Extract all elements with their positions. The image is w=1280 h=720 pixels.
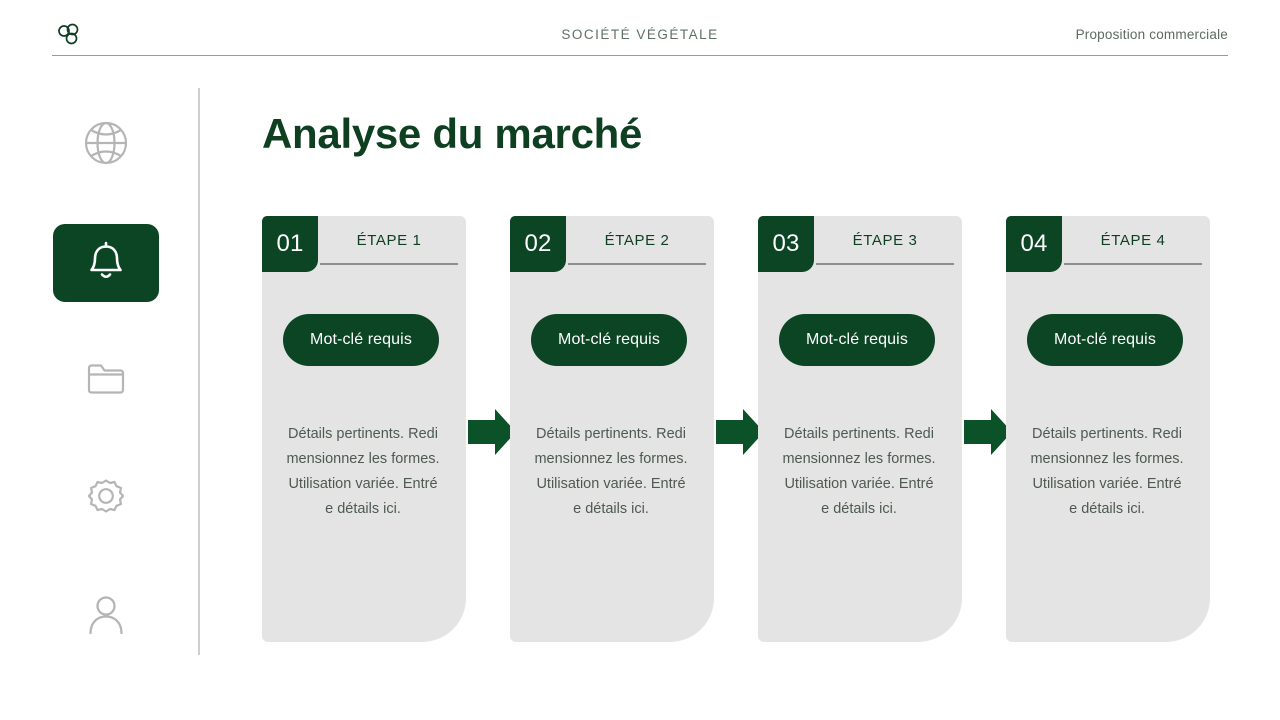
folder-icon [83,356,129,407]
step-number-badge: 03 [758,216,814,272]
steps-container: 01 ÉTAPE 1 Mot-clé requis Détails pertin… [262,216,1210,644]
step-label: ÉTAPE 4 [1100,232,1166,249]
sidebar-item-profile[interactable] [53,578,159,656]
step-label: ÉTAPE 3 [852,232,918,249]
step-card[interactable]: 03 ÉTAPE 3 Mot-clé requis Détails pertin… [758,216,962,642]
bell-icon [82,237,130,290]
sidebar-item-settings[interactable] [53,460,159,538]
vertical-divider [198,88,200,655]
sidebar-item-globe[interactable] [53,106,159,184]
page-title: Analyse du marché [262,110,643,157]
keyword-pill[interactable]: Mot-clé requis [779,314,935,366]
step-number-badge: 02 [510,216,566,272]
keyword-pill[interactable]: Mot-clé requis [283,314,439,366]
keyword-pill[interactable]: Mot-clé requis [531,314,687,366]
step-label-group: ÉTAPE 1 [320,232,458,265]
step-card[interactable]: 01 ÉTAPE 1 Mot-clé requis Détails pertin… [262,216,466,642]
arrow-right-icon [961,404,1015,460]
step-label-group: ÉTAPE 2 [568,232,706,265]
step-body-text: Détails pertinents. Redimensionnez les f… [286,426,440,517]
user-icon [82,591,130,644]
step-label: ÉTAPE 2 [604,232,670,249]
step-underline [1064,263,1202,265]
step-underline [568,263,706,265]
keyword-pill[interactable]: Mot-clé requis [1027,314,1183,366]
sidebar-item-folder[interactable] [53,342,159,420]
three-circles-logo-icon[interactable] [52,18,86,52]
sidebar-item-bell[interactable] [53,224,159,302]
step-label: ÉTAPE 1 [356,232,422,249]
step-label-group: ÉTAPE 3 [816,232,954,265]
document-type: Proposition commerciale [1075,27,1228,42]
step-underline [320,263,458,265]
sidebar-nav [52,88,160,656]
arrow-right-icon [465,404,519,460]
step-label-group: ÉTAPE 4 [1064,232,1202,265]
header-bar: SOCIÉTÉ VÉGÉTALE Proposition commerciale [52,14,1228,56]
step-number-badge: 01 [262,216,318,272]
step-body-text: Détails pertinents. Redimensionnez les f… [1030,426,1184,517]
step-underline [816,263,954,265]
globe-icon [80,117,132,174]
step-card[interactable]: 02 ÉTAPE 2 Mot-clé requis Détails pertin… [510,216,714,642]
step-number-badge: 04 [1006,216,1062,272]
company-name: SOCIÉTÉ VÉGÉTALE [561,27,719,42]
step-body-text: Détails pertinents. Redimensionnez les f… [534,426,688,517]
gear-icon [82,473,130,526]
step-body-text: Détails pertinents. Redimensionnez les f… [782,426,936,517]
arrow-right-icon [713,404,767,460]
step-card[interactable]: 04 ÉTAPE 4 Mot-clé requis Détails pertin… [1006,216,1210,642]
